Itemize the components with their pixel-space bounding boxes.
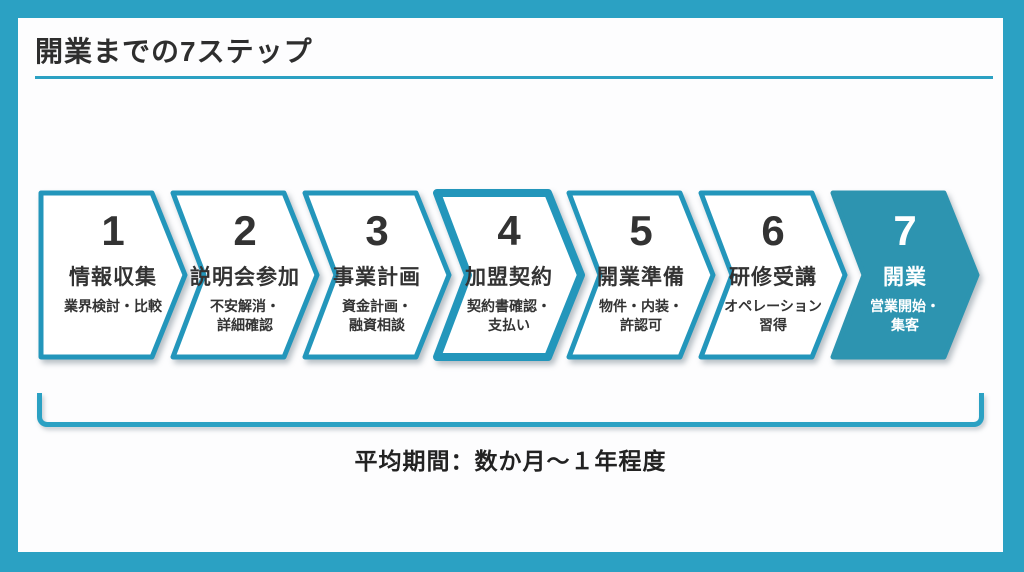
step-chevron-6: 6 研修受講 オペレーション 習得 — [698, 190, 848, 360]
step-text: 2 説明会参加 不安解消・ 詳細確認 — [170, 190, 320, 360]
step-title: 加盟契約 — [465, 266, 553, 289]
step-subtitle: 営業開始・ 集客 — [870, 298, 940, 333]
step-subtitle: 業界検討・比較 — [64, 298, 162, 314]
step-title: 研修受講 — [729, 266, 817, 289]
step-chevron-5: 5 開業準備 物件・内装・ 許認可 — [566, 190, 716, 360]
page-title: 開業までの7ステップ — [35, 36, 313, 67]
step-text: 5 開業準備 物件・内装・ 許認可 — [566, 190, 716, 360]
chevron-arrow-shape — [38, 190, 188, 360]
duration-bracket — [37, 393, 984, 427]
step-number: 4 — [497, 207, 521, 254]
step-subtitle: 不安解消・ 詳細確認 — [210, 298, 280, 333]
step-text: 6 研修受講 オペレーション 習得 — [698, 190, 848, 360]
chevron-arrow-shape — [433, 189, 585, 361]
step-text: 3 事業計画 資金計画・ 融資相談 — [302, 190, 452, 360]
chevron-arrow-shape — [302, 190, 452, 360]
step-text: 1 情報収集 業界検討・比較 — [38, 190, 188, 360]
step-chevron-7: 7 開業 営業開始・ 集客 — [830, 190, 980, 360]
step-chevron-1: 1 情報収集 業界検討・比較 — [38, 190, 188, 360]
title-underline — [35, 76, 993, 79]
step-chevron-4: 4 加盟契約 契約書確認・ 支払い — [433, 189, 585, 361]
step-title: 開業準備 — [597, 266, 685, 289]
step-subtitle: 契約書確認・ 支払い — [467, 298, 551, 333]
step-chevron-3: 3 事業計画 資金計画・ 融資相談 — [302, 190, 452, 360]
step-subtitle: 物件・内装・ 許認可 — [599, 298, 683, 333]
step-number: 7 — [893, 207, 917, 254]
step-text: 7 開業 営業開始・ 集客 — [830, 190, 980, 360]
step-number: 1 — [101, 207, 125, 254]
duration-note: 平均期間：数か月～１年程度 — [354, 448, 667, 474]
step-text: 4 加盟契約 契約書確認・ 支払い — [434, 190, 584, 360]
step-title: 開業 — [883, 266, 927, 289]
step-number: 3 — [365, 207, 389, 254]
step-number: 5 — [629, 207, 653, 254]
step-title: 事業計画 — [333, 266, 421, 289]
step-subtitle: 資金計画・ 融資相談 — [342, 298, 412, 333]
chevron-arrow-shape — [698, 190, 848, 360]
step-number: 6 — [761, 207, 785, 254]
step-chevron-2: 2 説明会参加 不安解消・ 詳細確認 — [170, 190, 320, 360]
step-title: 情報収集 — [69, 266, 157, 289]
step-subtitle: オペレーション 習得 — [724, 298, 822, 333]
step-number: 2 — [233, 207, 257, 254]
chevron-arrow-shape — [566, 190, 716, 360]
chevron-arrow-shape — [830, 190, 980, 360]
content-card: 開業までの7ステップ 1 情報収集 業界検討・比較 2 説明会参加 不安解消・ … — [18, 18, 1003, 552]
steps-flow: 1 情報収集 業界検討・比較 2 説明会参加 不安解消・ 詳細確認 3 事業計画… — [38, 189, 980, 361]
step-title: 説明会参加 — [190, 266, 300, 289]
chevron-arrow-shape — [170, 190, 320, 360]
